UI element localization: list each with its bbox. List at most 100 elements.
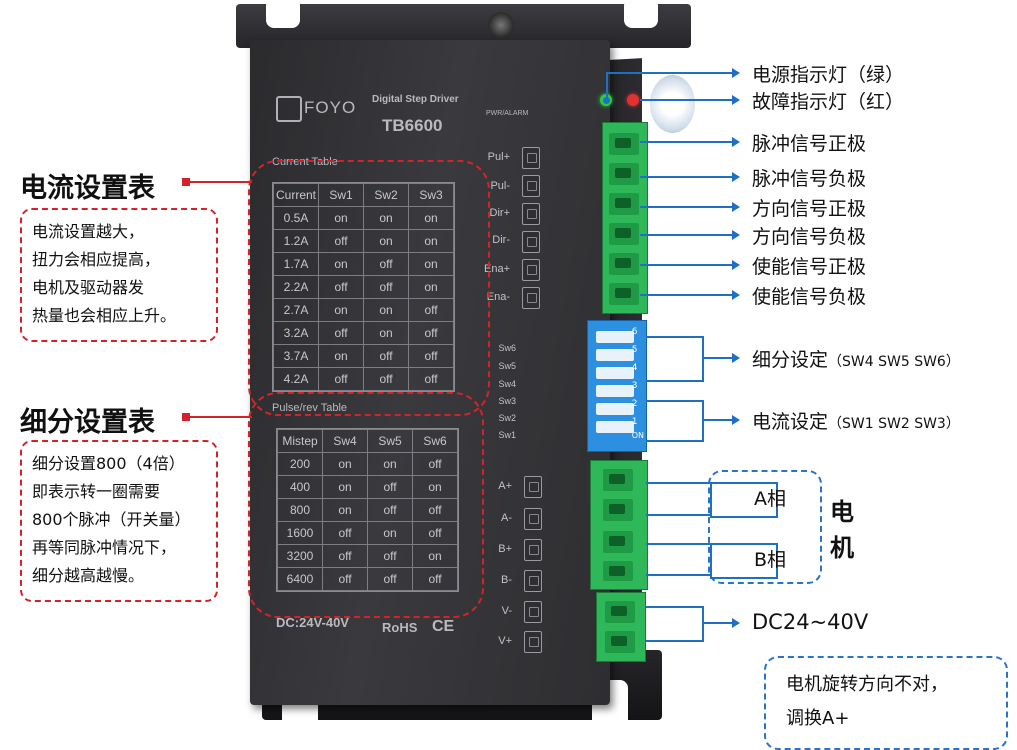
table-cell: off bbox=[363, 367, 409, 391]
pulse-table-title: Pulse/rev Table bbox=[272, 402, 348, 414]
red-marker-icon bbox=[182, 178, 190, 186]
connector-line bbox=[190, 181, 252, 183]
motor-phase-group bbox=[708, 470, 822, 584]
product-line-label: Digital Step Driver bbox=[372, 94, 459, 105]
pin-label-v-plus: V+ bbox=[498, 635, 512, 647]
table-cell: 200 bbox=[277, 452, 323, 476]
pin-indicator bbox=[524, 539, 542, 561]
dip-label: 3 bbox=[631, 381, 638, 391]
dip-switch-6[interactable] bbox=[596, 331, 634, 343]
sw-label-3: Sw3 bbox=[498, 396, 516, 406]
pin-indicator bbox=[522, 147, 540, 169]
voltage-label: DC:24V-40V bbox=[276, 615, 349, 630]
phase-b-label: B相 bbox=[754, 549, 787, 571]
phase-a-label: A相 bbox=[754, 488, 786, 510]
table-cell: 1600 bbox=[277, 521, 323, 545]
dip-switch-5[interactable] bbox=[596, 349, 634, 361]
dip-switch-1[interactable] bbox=[596, 421, 634, 433]
dir-neg-annotation: 方向信号负极 bbox=[752, 226, 867, 248]
motor-terminal-block[interactable] bbox=[590, 460, 648, 590]
pin-label-b-plus: B+ bbox=[498, 543, 512, 555]
current-switches-label: （SW1 SW2 SW3） bbox=[828, 416, 960, 432]
pin-label-v-minus: V- bbox=[501, 605, 512, 617]
subdivision-switches-label: （SW4 SW5 SW6） bbox=[828, 354, 960, 370]
direction-note-box: 电机旋转方向不对， 调换A+ bbox=[764, 656, 1008, 750]
dip-switch-3[interactable] bbox=[596, 385, 634, 397]
dip-switch-4[interactable] bbox=[596, 367, 634, 379]
pin-label-dir-minus: Dir- bbox=[492, 234, 510, 246]
subdivision-note-text: 细分设置800（4倍） 即表示转一圈需要 800个脉冲（开关量） 再等同脉冲情况… bbox=[32, 454, 191, 585]
ce-mark: CE bbox=[432, 618, 455, 635]
current-table-title: Current Table bbox=[272, 156, 338, 168]
phase-a-box bbox=[710, 482, 778, 518]
pin-indicator bbox=[522, 287, 540, 309]
dip-label: 1 bbox=[631, 417, 638, 427]
pulse-table-highlight bbox=[248, 392, 484, 618]
subdivision-label: 细分设定 bbox=[752, 349, 829, 371]
motor-char-1: 电 bbox=[830, 498, 854, 526]
table-cell: off bbox=[408, 298, 454, 322]
table-cell: on bbox=[412, 544, 458, 568]
table-cell: 800 bbox=[277, 498, 323, 522]
pin-label-b-minus: B- bbox=[501, 574, 512, 586]
table-cell: off bbox=[412, 498, 458, 522]
pin-label-pul-minus: Pul- bbox=[490, 180, 510, 192]
dip-switch-2[interactable] bbox=[596, 403, 634, 415]
dip-label: 5 bbox=[631, 345, 638, 355]
table-cell: on bbox=[367, 521, 413, 545]
sw-label-1: Sw1 bbox=[498, 430, 516, 440]
table-cell: 6400 bbox=[277, 567, 323, 591]
brand-label: FOYO bbox=[304, 98, 357, 117]
table-cell: on bbox=[318, 344, 364, 368]
pul-pos-annotation: 脉冲信号正极 bbox=[752, 133, 867, 155]
table-header-cell: Sw5 bbox=[367, 429, 413, 453]
dip-number-labels: 6 5 4 3 2 1 ON bbox=[632, 323, 644, 441]
table-cell: off bbox=[412, 452, 458, 476]
pin-indicator bbox=[522, 259, 540, 281]
pin-indicator bbox=[522, 203, 540, 225]
table-cell: on bbox=[367, 452, 413, 476]
dip-label: 4 bbox=[631, 363, 638, 373]
table-header-cell: Current bbox=[273, 183, 319, 207]
dip-switch[interactable]: 6 5 4 3 2 1 ON bbox=[587, 320, 647, 452]
current-note-box: 电流设置越大， 扭力会相应提高， 电机及驱动器发 热量也会相应上升。 bbox=[20, 208, 218, 342]
pin-indicator bbox=[522, 231, 540, 253]
sw-label-2: Sw2 bbox=[498, 413, 516, 423]
power-terminal-block[interactable] bbox=[596, 592, 646, 662]
table-cell: on bbox=[408, 206, 454, 230]
direction-note-line1: 电机旋转方向不对， bbox=[786, 674, 948, 695]
pin-indicator bbox=[522, 175, 540, 197]
table-cell: off bbox=[412, 567, 458, 591]
signal-terminal-block[interactable] bbox=[602, 122, 648, 314]
sw-label-4: Sw4 bbox=[498, 379, 516, 389]
table-cell: on bbox=[363, 321, 409, 345]
current-note-text: 电流设置越大， 扭力会相应提高， 电机及驱动器发 热量也会相应上升。 bbox=[32, 222, 177, 325]
table-cell: 0.5A bbox=[273, 206, 319, 230]
warranty-sticker-icon bbox=[650, 75, 695, 133]
connector-line bbox=[190, 416, 252, 418]
pwr-alarm-label: PWR/ALARM bbox=[486, 110, 529, 117]
sw-label-6: Sw6 bbox=[498, 343, 516, 353]
pin-indicator bbox=[524, 476, 542, 498]
pin-label-dir-plus: Dir+ bbox=[489, 207, 510, 219]
pin-indicator bbox=[524, 601, 542, 623]
dip-label: 6 bbox=[631, 327, 638, 337]
table-cell: off bbox=[318, 367, 364, 391]
subdivision-table-heading: 细分设置表 bbox=[20, 407, 155, 438]
model-label: TB6600 bbox=[382, 116, 443, 135]
red-marker-icon bbox=[182, 413, 190, 421]
fault-led-icon bbox=[627, 94, 639, 106]
table-header-cell: Sw4 bbox=[322, 429, 368, 453]
